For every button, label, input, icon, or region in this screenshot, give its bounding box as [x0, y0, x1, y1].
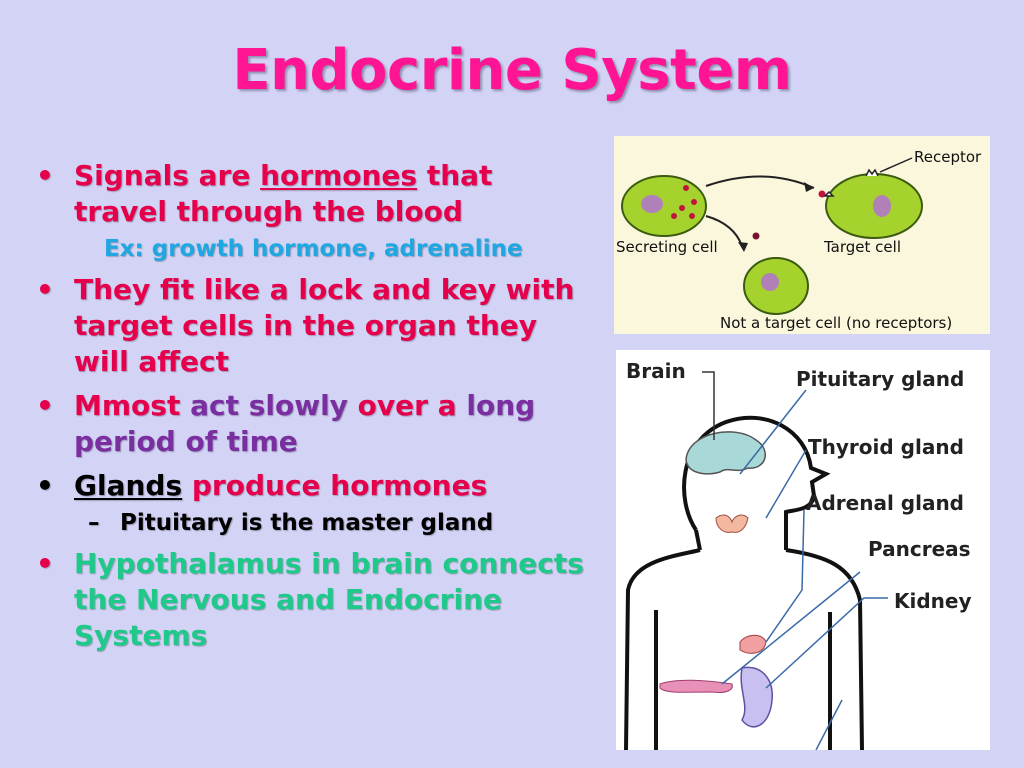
- bullet-hypothalamus: • Hypothalamus in brain connects the Ner…: [32, 546, 592, 654]
- body-gland-diagram: Brain Pituitary gland Thyroid gland Adre…: [616, 350, 990, 751]
- adrenal-organ: [739, 634, 767, 654]
- kidney-organ: [740, 666, 773, 728]
- arrow-head: [738, 242, 748, 252]
- bullet-text: Signals are: [74, 159, 261, 192]
- label-pancreas: Pancreas: [868, 537, 971, 561]
- bullet-text: over a: [357, 389, 467, 422]
- label-target-cell: Target cell: [823, 238, 901, 256]
- bullet-hormones: • Signals are hormones that travel throu…: [32, 158, 592, 230]
- label-thyroid: Thyroid gland: [808, 435, 964, 459]
- nucleus: [873, 195, 891, 217]
- arrow-to-target: [705, 175, 815, 189]
- sub-bullet-text: Pituitary is the master gland: [120, 510, 494, 536]
- bullet-text: Hypothalamus in brain connects the Nervo…: [74, 547, 584, 652]
- thyroid-organ: [715, 514, 749, 533]
- bullet-dot: •: [36, 547, 54, 580]
- brain-organ: [685, 431, 766, 475]
- receptor-shape: [865, 168, 879, 177]
- right-torso: [785, 548, 864, 751]
- secreting-cell: [621, 175, 707, 237]
- hormone-dot: [689, 213, 695, 219]
- head-outline: [682, 415, 831, 550]
- sub-bullet-examples: Ex: growth hormone, adrenaline: [104, 236, 523, 262]
- cell-signaling-diagram: Receptor Secreting cell Target cell Not …: [614, 136, 990, 334]
- leader-thyroid: [765, 449, 807, 519]
- bullet-dot: •: [36, 159, 54, 192]
- leader-pituitary: [739, 389, 807, 475]
- bullet-text: They fit like a lock and key with target…: [74, 273, 575, 378]
- label-adrenal: Adrenal gland: [806, 491, 964, 515]
- nucleus: [761, 273, 779, 291]
- label-receptor: Receptor: [914, 148, 982, 166]
- bullet-text: act slowly: [190, 389, 358, 422]
- bullet-act-slowly: • Mmost act slowly over a long period of…: [32, 388, 592, 460]
- label-not-target: Not a target cell (no receptors): [720, 314, 952, 332]
- left-torso: [624, 548, 701, 751]
- hormone-dot: [683, 185, 689, 191]
- bullet-dot: •: [36, 389, 54, 422]
- bullet-lock-and-key: • They fit like a lock and key with targ…: [32, 272, 592, 380]
- underlined-word: Glands: [74, 469, 183, 502]
- receptor-shape: [823, 190, 835, 197]
- bullet-glands: • Glands produce hormones: [32, 468, 592, 504]
- dash-glyph: –: [88, 510, 100, 536]
- label-brain: Brain: [626, 359, 686, 383]
- neck-line: [694, 529, 702, 551]
- bullet-text: Mmost: [74, 389, 191, 422]
- sub-bullet-pituitary: – Pituitary is the master gland: [32, 508, 592, 538]
- label-secreting-cell: Secreting cell: [616, 238, 718, 256]
- hormone-dot: [671, 213, 677, 219]
- hormone-dot: [691, 199, 697, 205]
- receptor-leader: [879, 157, 913, 173]
- leader-adrenal: [765, 509, 805, 643]
- label-kidney: Kidney: [894, 589, 972, 613]
- bullet-dot: •: [36, 273, 54, 306]
- leader-extra: [815, 699, 843, 751]
- bullet-dot: •: [36, 469, 54, 502]
- leader-kidney: [765, 597, 888, 689]
- cell-diagram-svg: Receptor Secreting cell Target cell Not …: [616, 148, 982, 332]
- bullet-text: that travel through the blood: [74, 159, 493, 228]
- bullet-text: produce hormones: [182, 469, 488, 502]
- leader-brain: [702, 371, 715, 440]
- leader-pancreas: [721, 571, 861, 685]
- body-diagram-svg: Brain Pituitary gland Thyroid gland Adre…: [624, 359, 972, 751]
- hormone-dot: [818, 190, 826, 198]
- slide-title: Endocrine System: [232, 38, 792, 103]
- pancreas-organ: [659, 679, 733, 693]
- underlined-word: hormones: [260, 159, 418, 192]
- nucleus: [641, 195, 663, 213]
- bullet-text: long period of time: [74, 389, 536, 458]
- hormone-dot: [679, 205, 685, 211]
- label-pituitary: Pituitary gland: [796, 367, 964, 391]
- bullet-list: • Signals are hormones that travel throu…: [32, 158, 592, 662]
- hormone-dot: [752, 232, 760, 240]
- arrow-head: [804, 182, 814, 192]
